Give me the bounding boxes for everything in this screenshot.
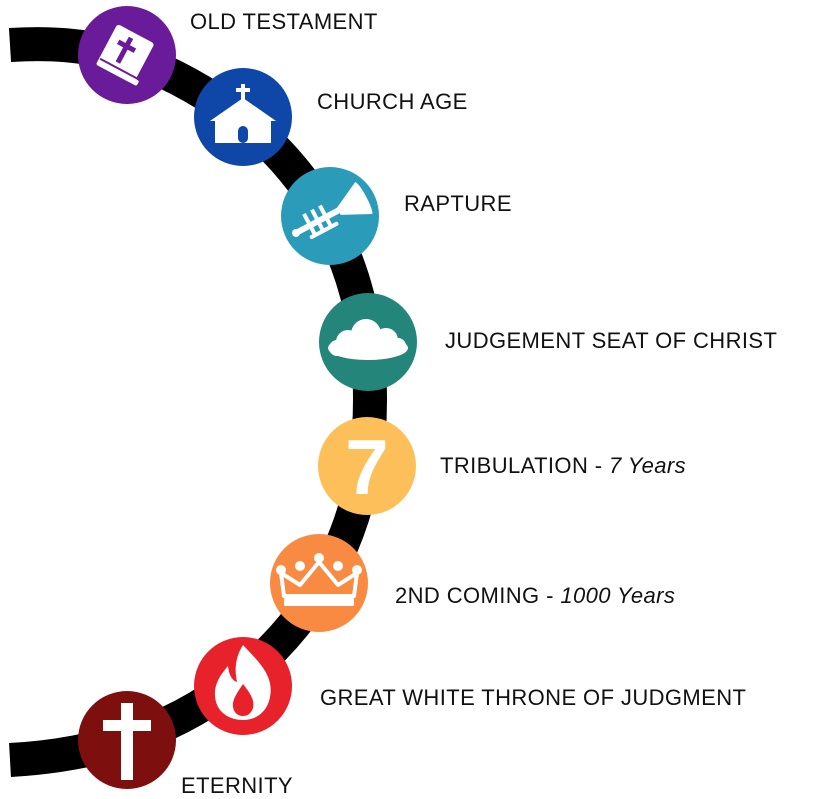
stage-label-judgement-seat: JUDGEMENT SEAT OF CHRIST: [445, 328, 778, 353]
stage-label-old-testament: OLD TESTAMENT: [190, 9, 378, 34]
stage-tribulation-marker: 7: [318, 417, 416, 515]
stage-eternity-marker: [78, 691, 176, 789]
stage-label-church-age: CHURCH AGE: [317, 89, 468, 114]
stage-label-eternity: ETERNITY: [181, 773, 293, 798]
church-icon: [210, 84, 276, 143]
stage-label-rapture: RAPTURE: [404, 191, 512, 216]
stage-label-great-white-throne: GREAT WHITE THRONE OF JUDGMENT: [320, 685, 747, 710]
stage-judgement-seat-marker: [319, 293, 417, 391]
stage-great-white-throne-marker: [194, 637, 292, 735]
stage-circle: [270, 534, 368, 632]
bible-icon: [96, 24, 154, 86]
crown-icon: [276, 553, 362, 606]
seven-icon: 7: [345, 423, 388, 511]
trumpet-icon: [291, 182, 373, 240]
stage-church-age-marker: [194, 68, 292, 166]
stage-label-second-coming: 2ND COMING - 1000 Years: [395, 583, 676, 608]
stage-rapture-marker: [281, 167, 379, 265]
stage-label-tribulation: TRIBULATION - 7 Years: [440, 453, 686, 478]
flame-icon: [214, 645, 271, 720]
timeline-arc: [8, 27, 388, 777]
cross-icon: [103, 703, 151, 780]
stage-circle: [318, 417, 416, 515]
stage-old-testament-marker: [78, 6, 176, 104]
stage-second-coming-marker: [270, 534, 368, 632]
cloud-icon: [328, 319, 408, 360]
